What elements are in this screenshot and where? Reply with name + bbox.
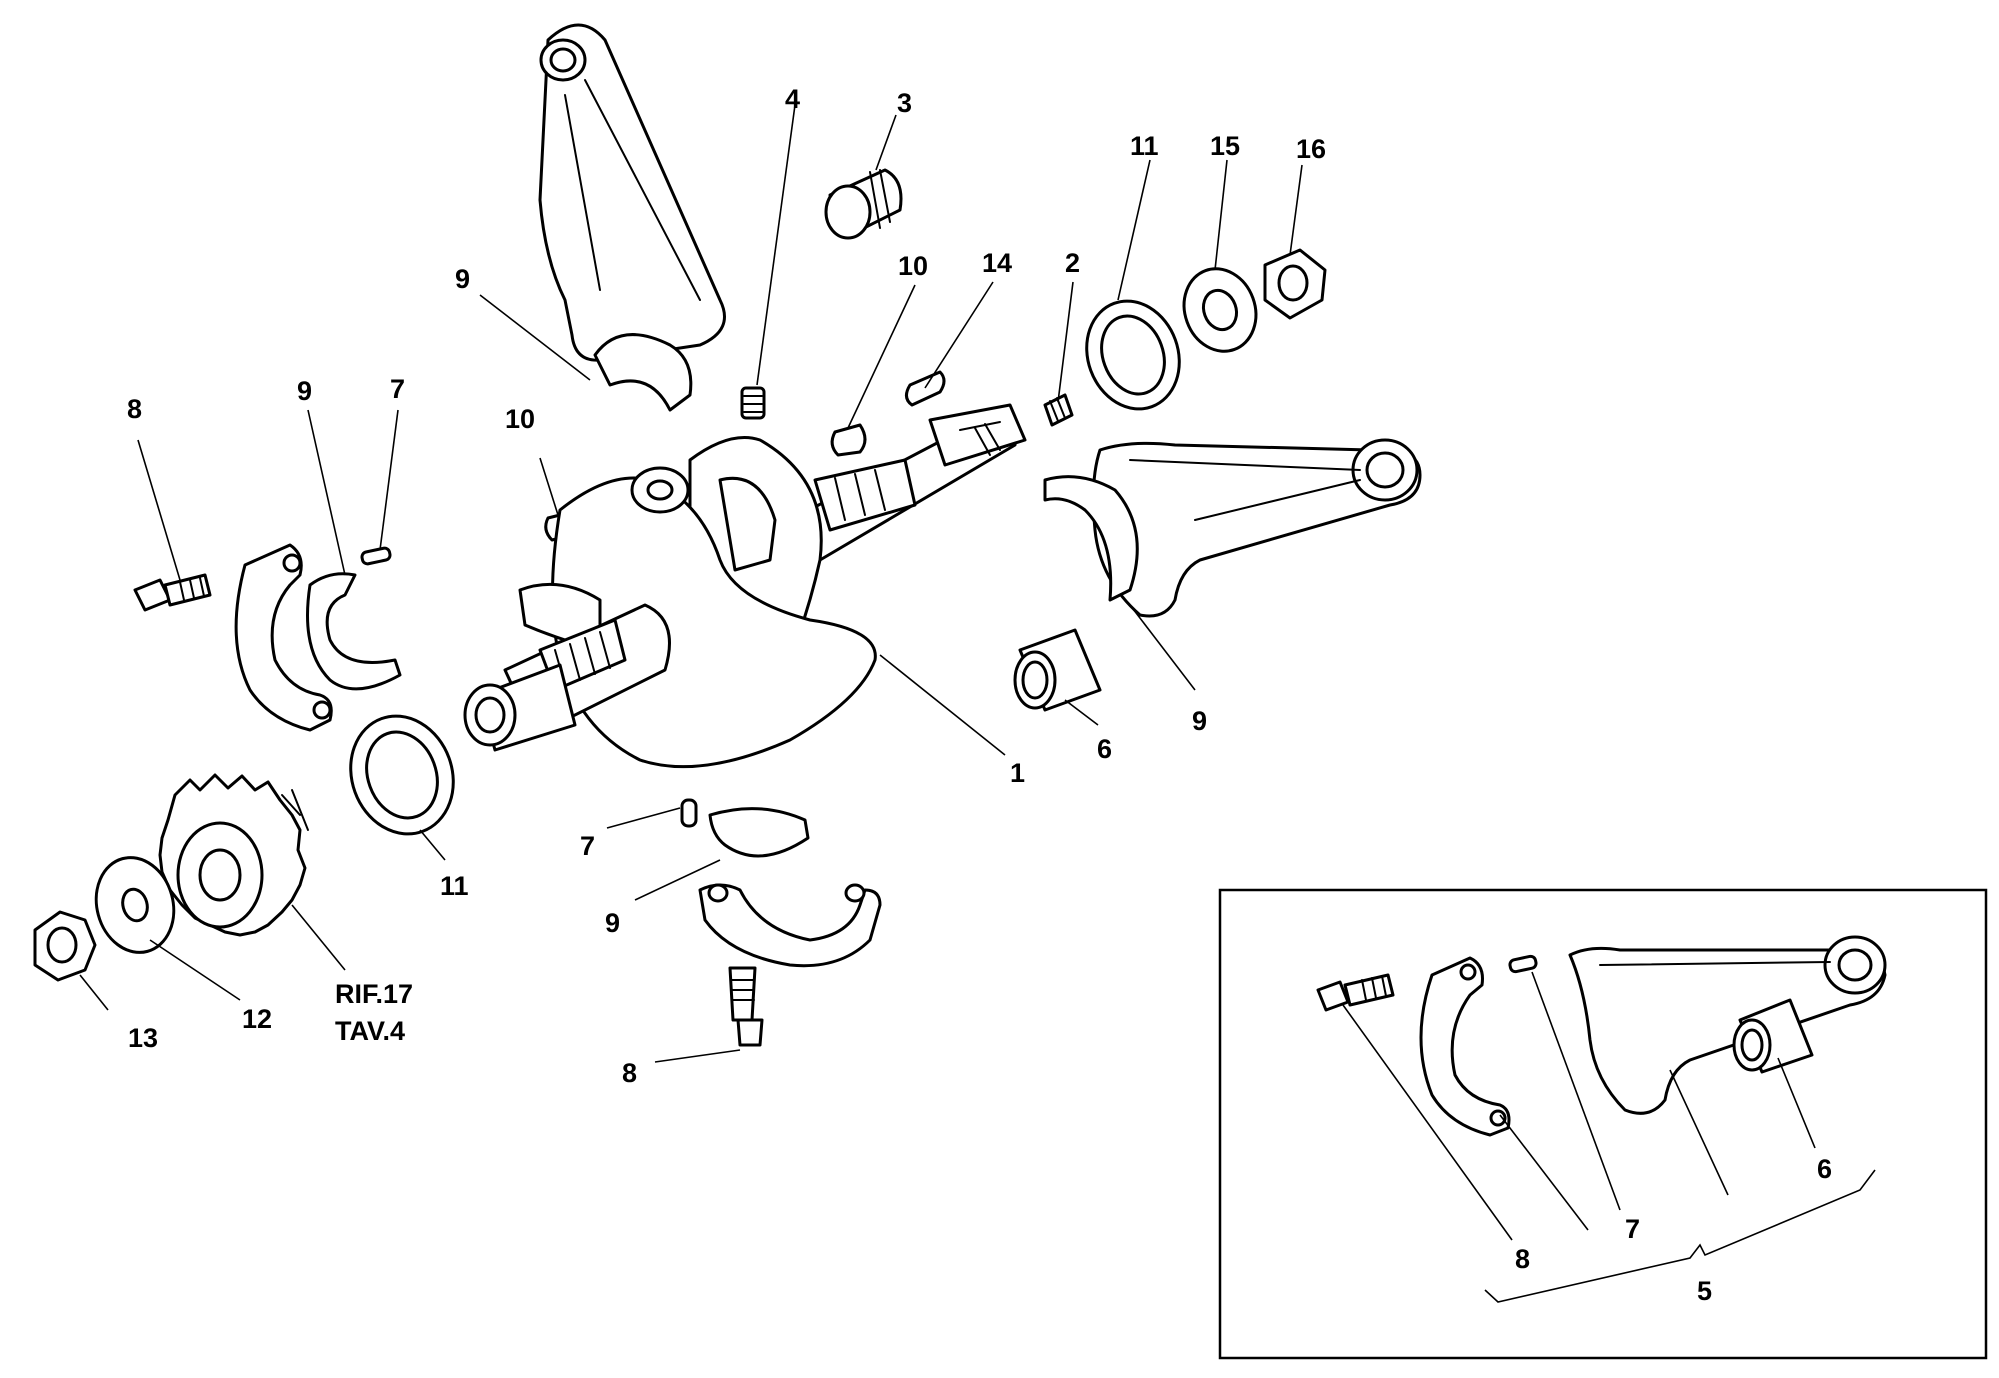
callout-10: 10: [898, 251, 928, 281]
upper-connecting-rod: [538, 23, 726, 412]
lower-rod-cap: [698, 883, 882, 968]
callout-7: 7: [390, 374, 405, 404]
timing-gear: [158, 773, 309, 937]
reference-line-1: RIF.17: [335, 979, 413, 1009]
pin-part-7-lower: [680, 798, 698, 828]
inset-callout-5: 5: [1697, 1276, 1712, 1306]
crankshaft-part-1: [463, 403, 1027, 769]
pin-part-4: [740, 386, 766, 420]
callout-8: 8: [622, 1058, 637, 1088]
key-part-10-upper: [830, 423, 867, 457]
seal-ring-part-11-upper: [1085, 299, 1181, 411]
inset-callout-6: 6: [1817, 1154, 1832, 1184]
reference-line-2: TAV.4: [335, 1016, 405, 1046]
callout-9: 9: [605, 908, 620, 938]
washer-part-15: [1182, 267, 1258, 353]
reference-note: RIF.17 TAV.4: [335, 979, 413, 1046]
callout-11: 11: [440, 871, 469, 901]
callout-13: 13: [128, 1023, 158, 1053]
bearing-shell-part-9-left: [306, 572, 402, 691]
callout-2: 2: [1065, 248, 1080, 278]
bearing-shell-part-9-lower: [708, 807, 810, 858]
callout-4: 4: [785, 84, 800, 114]
seal-ring-part-11-lower: [349, 714, 455, 836]
nut-part-13: [33, 910, 97, 982]
callout-16: 16: [1296, 134, 1326, 164]
callout-7: 7: [580, 831, 595, 861]
callout-14: 14: [982, 248, 1012, 278]
plug-part-3: [824, 168, 903, 240]
callout-1: 1: [1010, 758, 1025, 788]
callout-8: 8: [127, 394, 142, 424]
callout-9: 9: [1192, 706, 1207, 736]
callout-10: 10: [505, 404, 535, 434]
key-part-14: [905, 370, 946, 407]
screw-part-8-left: [133, 573, 212, 612]
left-rod-cap: [234, 543, 333, 732]
callout-9: 9: [455, 264, 470, 294]
right-connecting-rod: [1043, 438, 1422, 618]
callout-9: 9: [297, 376, 312, 406]
callout-12: 12: [242, 1004, 272, 1034]
pin-part-7-left: [360, 546, 392, 566]
inset-callout-7: 7: [1625, 1214, 1640, 1244]
callout-3: 3: [897, 88, 912, 118]
inset-assembly-box: 8 7 6 5: [1218, 888, 1988, 1360]
screw-part-8-lower: [728, 966, 764, 1047]
callout-6: 6: [1097, 734, 1112, 764]
washer-part-12: [94, 856, 176, 954]
callout-15: 15: [1210, 131, 1240, 161]
callout-labels: 4 3 11 15 16 9 10 14 2 8 9 7 10 1 6 9 11…: [127, 84, 1326, 1088]
bush-part-6: [1013, 628, 1102, 712]
nut-part-16: [1263, 248, 1327, 320]
leader-lines: [79, 104, 1303, 1063]
callout-11: 11: [1130, 131, 1159, 161]
inset-callout-8: 8: [1515, 1244, 1530, 1274]
